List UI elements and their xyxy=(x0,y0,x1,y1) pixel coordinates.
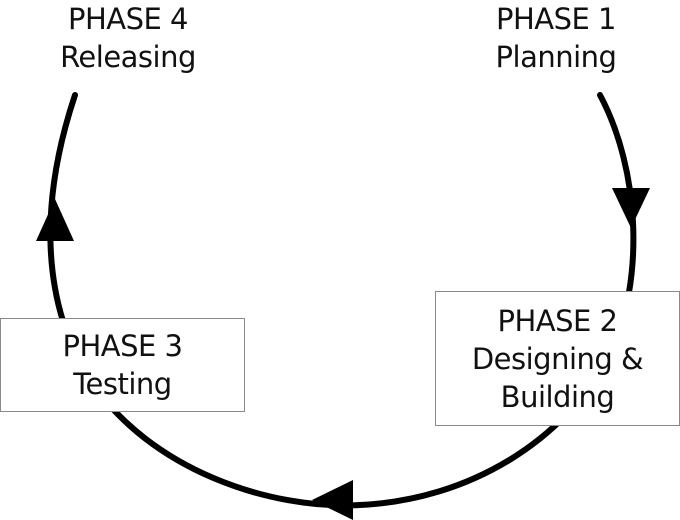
phase-4-title: PHASE 4 xyxy=(67,2,189,36)
phase-2-title: PHASE 2 xyxy=(497,303,618,338)
arrow-down-icon xyxy=(612,188,650,228)
phase-2-name-line-2: Building xyxy=(500,379,615,414)
phase-1-label: PHASE 1 Planning xyxy=(466,0,646,76)
phase-1-name: Planning xyxy=(495,40,617,74)
phase-3-title: PHASE 3 xyxy=(62,329,183,363)
phase-4-name: Releasing xyxy=(60,40,196,74)
phase-4-label: PHASE 4 Releasing xyxy=(38,0,218,76)
phase-2-name-line-1: Designing & xyxy=(471,341,644,376)
phase-3-name: Testing xyxy=(73,367,172,401)
phase-3-box: PHASE 3 Testing xyxy=(0,318,245,412)
arrow-left-icon xyxy=(312,480,353,520)
phase-2-box: PHASE 2 Designing & Building xyxy=(435,291,680,426)
cycle-arc xyxy=(47,92,637,509)
arrow-up-icon xyxy=(36,199,74,241)
phase-1-title: PHASE 1 xyxy=(495,2,617,36)
